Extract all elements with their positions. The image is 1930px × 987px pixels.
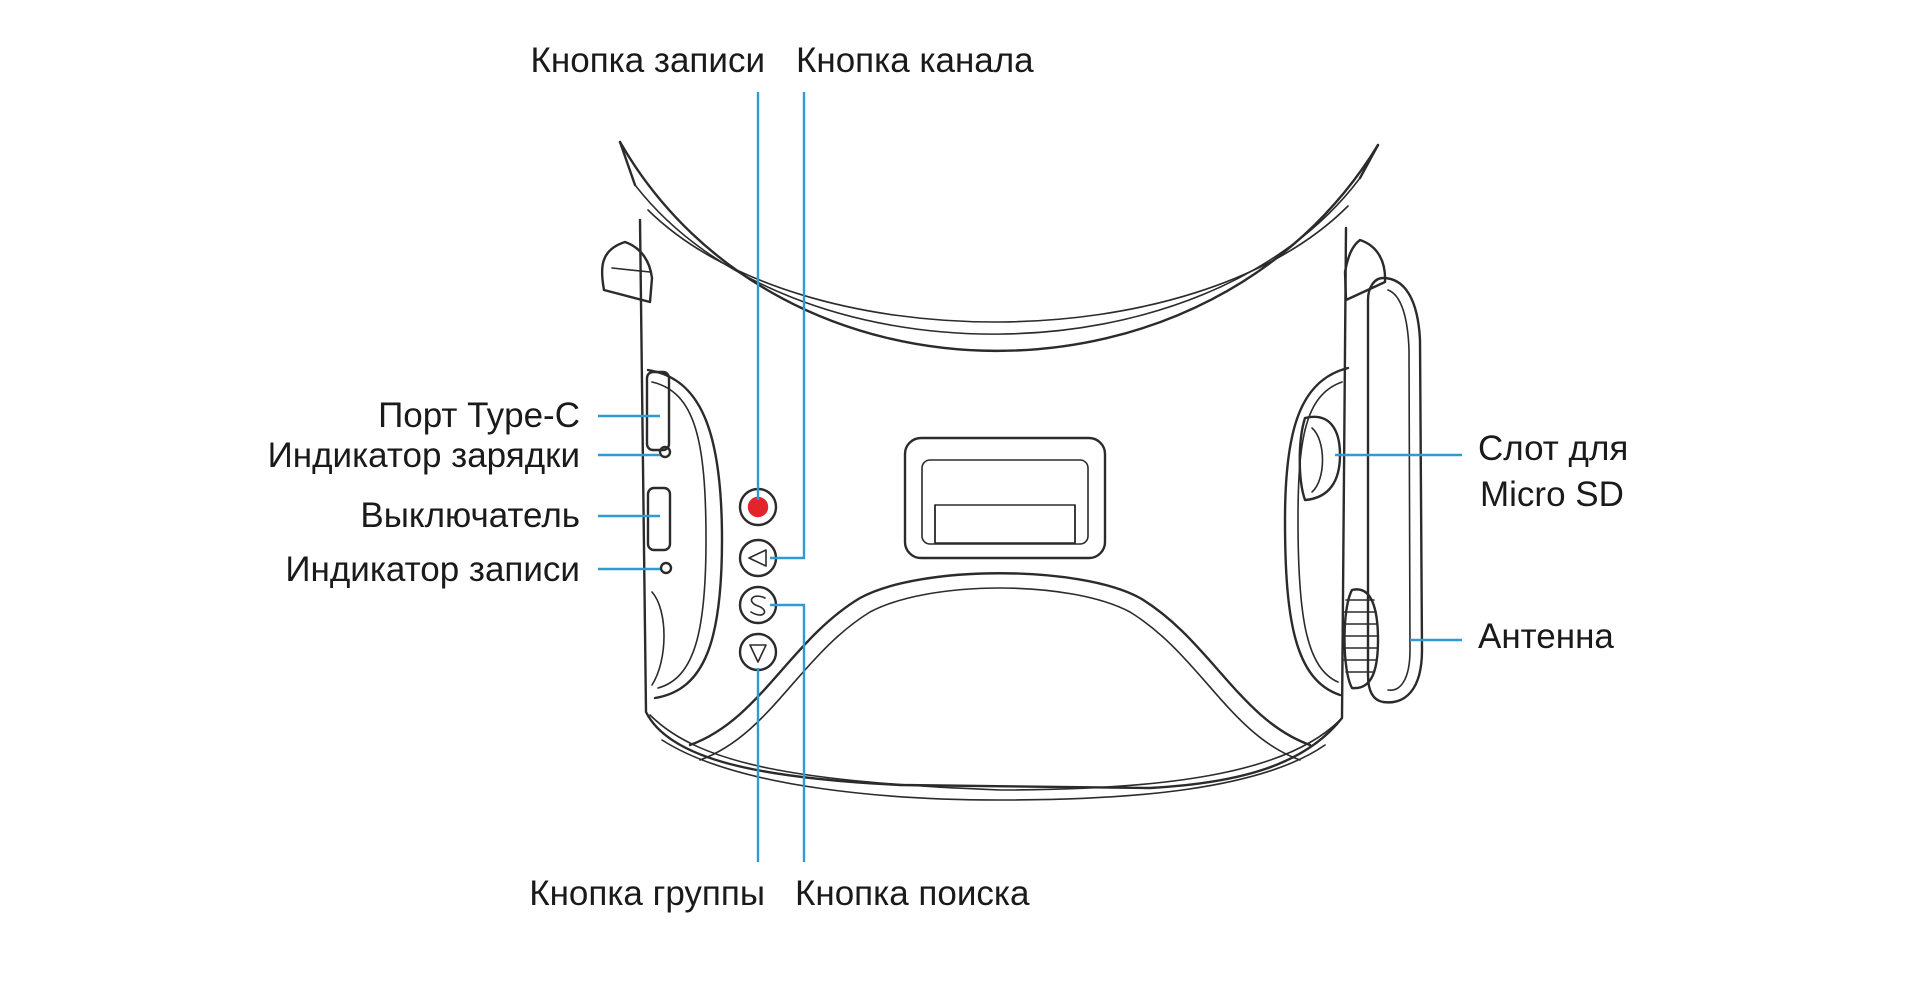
- leader-search-button: [770, 603, 806, 862]
- label-channel-button: Кнопка канала: [796, 41, 1034, 80]
- label-antenna: Антенна: [1478, 617, 1614, 656]
- nose-cutout: [688, 572, 1312, 747]
- record-button-dot: [747, 496, 769, 518]
- front-emblem: [903, 436, 1107, 560]
- group-button: [738, 632, 778, 672]
- label-record-button: Кнопка записи: [531, 41, 765, 80]
- right-strap-clip: [1343, 238, 1387, 302]
- antenna-module: [1366, 276, 1424, 704]
- search-symbol-icon: [750, 595, 766, 616]
- goggles-illustration: [600, 140, 1424, 801]
- micro-sd-slot: [1298, 415, 1342, 502]
- label-micro-sd-slot-line2: Micro SD: [1480, 475, 1624, 514]
- power-switch: [646, 486, 672, 552]
- antenna-knob: [1343, 588, 1380, 690]
- group-arrow-icon: [749, 644, 767, 663]
- leader-channel-button: [770, 92, 806, 560]
- right-side-panel: [1283, 366, 1350, 697]
- label-charge-indicator: Индикатор зарядки: [268, 436, 580, 475]
- channel-arrow-icon: [748, 549, 767, 567]
- label-micro-sd-slot-line1: Слот для: [1478, 429, 1628, 468]
- face-foam-band: [618, 140, 1380, 352]
- labels: Кнопка записи Кнопка канала Порт Type-C …: [268, 41, 1629, 913]
- face-foam-band-inner: [634, 177, 1361, 335]
- record-indicator-led: [659, 561, 673, 575]
- label-usb-c-port: Порт Type-C: [378, 396, 580, 435]
- label-record-indicator: Индикатор записи: [285, 550, 580, 589]
- goggles-body: [638, 218, 1348, 790]
- usb-c-port: [645, 370, 671, 452]
- label-group-button: Кнопка группы: [529, 874, 765, 913]
- charge-indicator-led: [658, 445, 672, 459]
- left-strap-clip: [600, 240, 654, 304]
- label-power-switch: Выключатель: [360, 496, 580, 535]
- label-search-button: Кнопка поиска: [795, 874, 1030, 913]
- left-side-panel: [646, 368, 724, 700]
- leader-lines: [598, 92, 1462, 862]
